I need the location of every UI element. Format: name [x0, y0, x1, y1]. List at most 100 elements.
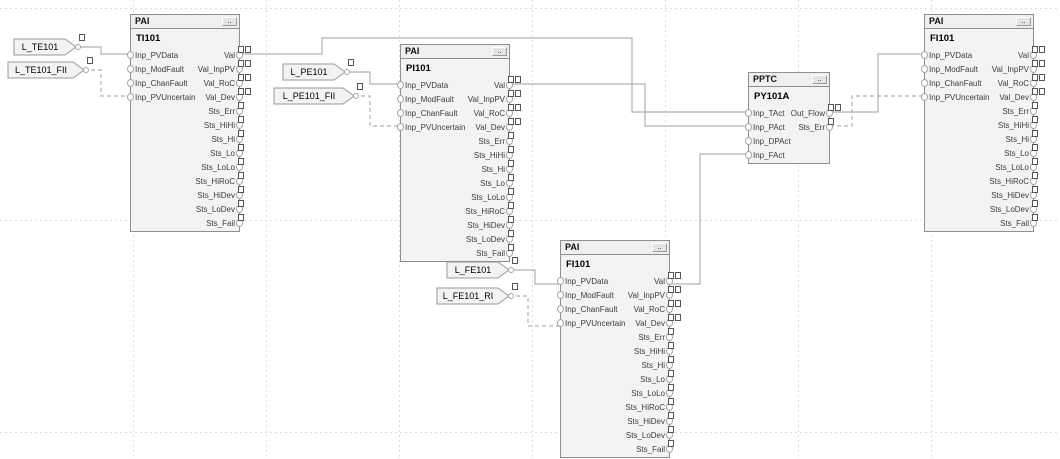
- input-reference-l-pe101[interactable]: L_PE101: [290, 67, 328, 77]
- input-pin-inp_pvuncertain[interactable]: Inp_PVUncertain: [929, 92, 990, 102]
- input-pin-connector[interactable]: [921, 65, 928, 73]
- output-pin-sts_hiroc[interactable]: Sts_HiRoC: [465, 206, 505, 216]
- output-pin-sts_err[interactable]: Sts_Err: [638, 332, 665, 342]
- output-pin-sts_hidev[interactable]: Sts_HiDev: [627, 416, 665, 426]
- input-pin-connector[interactable]: [745, 109, 752, 117]
- output-pin-sts_lodev[interactable]: Sts_LoDev: [195, 204, 235, 214]
- input-pin-inp_pvdata[interactable]: Inp_PVData: [929, 50, 973, 60]
- block-tag-name[interactable]: PY101A: [754, 91, 790, 102]
- output-pin-sts_hiroc[interactable]: Sts_HiRoC: [989, 176, 1029, 186]
- output-pin-sts_hidev[interactable]: Sts_HiDev: [991, 190, 1029, 200]
- output-pin-val_inppv[interactable]: Val_InpPV: [197, 64, 235, 74]
- output-pin-val_inppv[interactable]: Val_InpPV: [467, 94, 505, 104]
- output-pin-sts_lolo[interactable]: Sts_LoLo: [201, 162, 235, 172]
- block-tag-name[interactable]: FI101: [566, 259, 591, 270]
- output-pin-sts_lodev[interactable]: Sts_LoDev: [465, 234, 505, 244]
- output-pin-val[interactable]: Val: [1018, 50, 1029, 60]
- output-pin-sts_hihi[interactable]: Sts_HiHi: [203, 120, 235, 130]
- input-pin-connector[interactable]: [397, 109, 404, 117]
- output-pin-sts_lodev[interactable]: Sts_LoDev: [625, 430, 665, 440]
- input-pin-connector[interactable]: [557, 277, 564, 285]
- output-pin-val_dev[interactable]: Val_Dev: [475, 122, 505, 132]
- input-reference-l-fe101[interactable]: L_FE101: [454, 265, 492, 275]
- output-pin-val[interactable]: Val: [494, 80, 505, 90]
- tag-output-pin[interactable]: [83, 67, 89, 73]
- output-pin-sts_lo[interactable]: Sts_Lo: [640, 374, 665, 384]
- input-pin-connector[interactable]: [557, 305, 564, 313]
- tag-output-pin[interactable]: [508, 267, 514, 273]
- block-properties-button[interactable]: ..: [652, 243, 667, 252]
- input-pin-inp_chanfault[interactable]: Inp_ChanFault: [405, 108, 458, 118]
- input-pin-connector[interactable]: [397, 95, 404, 103]
- tag-output-pin[interactable]: [508, 293, 514, 299]
- block-tag-name[interactable]: TI101: [136, 33, 161, 44]
- block-properties-button[interactable]: ..: [492, 47, 507, 56]
- input-pin-inp_pvdata[interactable]: Inp_PVData: [405, 80, 449, 90]
- output-pin-out_flow[interactable]: Out_Flow: [790, 108, 825, 118]
- input-pin-inp_pvdata[interactable]: Inp_PVData: [565, 276, 609, 286]
- input-pin-connector[interactable]: [397, 123, 404, 131]
- input-pin-connector[interactable]: [127, 79, 134, 87]
- block-properties-button[interactable]: ..: [222, 17, 237, 26]
- output-pin-sts_hidev[interactable]: Sts_HiDev: [197, 190, 235, 200]
- output-pin-sts_lo[interactable]: Sts_Lo: [480, 178, 505, 188]
- input-reference-l-fe101-ri[interactable]: L_FE101_RI: [442, 291, 494, 301]
- input-reference-l-te101[interactable]: L_TE101: [21, 42, 59, 52]
- output-pin-sts_lodev[interactable]: Sts_LoDev: [989, 204, 1029, 214]
- input-pin-inp_pact[interactable]: Inp_PAct: [753, 122, 785, 132]
- input-pin-connector[interactable]: [397, 81, 404, 89]
- output-pin-val_roc[interactable]: Val_RoC: [633, 304, 665, 314]
- output-pin-sts_err[interactable]: Sts_Err: [478, 136, 505, 146]
- output-pin-sts_lo[interactable]: Sts_Lo: [1004, 148, 1029, 158]
- input-pin-inp_chanfault[interactable]: Inp_ChanFault: [135, 78, 188, 88]
- output-pin-sts_lolo[interactable]: Sts_LoLo: [995, 162, 1029, 172]
- output-pin-sts_fail[interactable]: Sts_Fail: [206, 218, 235, 228]
- block-tag-name[interactable]: FI101: [930, 33, 955, 44]
- output-pin-sts_hi[interactable]: Sts_Hi: [211, 134, 235, 144]
- input-pin-connector[interactable]: [557, 291, 564, 299]
- input-pin-inp_modfault[interactable]: Inp_ModFault: [405, 94, 454, 104]
- output-pin-sts_hihi[interactable]: Sts_HiHi: [997, 120, 1029, 130]
- output-pin-sts_fail[interactable]: Sts_Fail: [1000, 218, 1029, 228]
- input-pin-connector[interactable]: [745, 123, 752, 131]
- output-pin-sts_err[interactable]: Sts_Err: [798, 122, 825, 132]
- output-pin-val_dev[interactable]: Val_Dev: [205, 92, 235, 102]
- input-pin-inp_modfault[interactable]: Inp_ModFault: [565, 290, 614, 300]
- input-pin-inp_pvdata[interactable]: Inp_PVData: [135, 50, 179, 60]
- output-pin-val_inppv[interactable]: Val_InpPV: [627, 290, 665, 300]
- input-pin-inp_modfault[interactable]: Inp_ModFault: [929, 64, 978, 74]
- output-pin-sts_fail[interactable]: Sts_Fail: [476, 248, 505, 258]
- output-pin-sts_hidev[interactable]: Sts_HiDev: [467, 220, 505, 230]
- output-pin-sts_hihi[interactable]: Sts_HiHi: [633, 346, 665, 356]
- input-pin-connector[interactable]: [127, 93, 134, 101]
- input-pin-connector[interactable]: [921, 79, 928, 87]
- input-pin-inp_fact[interactable]: Inp_FAct: [753, 150, 785, 160]
- output-pin-sts_lolo[interactable]: Sts_LoLo: [471, 192, 505, 202]
- output-pin-val[interactable]: Val: [224, 50, 235, 60]
- input-pin-connector[interactable]: [921, 51, 928, 59]
- input-pin-inp_tact[interactable]: Inp_TAct: [753, 108, 785, 118]
- output-pin-val[interactable]: Val: [654, 276, 665, 286]
- output-pin-val_roc[interactable]: Val_RoC: [473, 108, 505, 118]
- output-pin-sts_err[interactable]: Sts_Err: [1002, 106, 1029, 116]
- input-reference-l-te101-fii[interactable]: L_TE101_FII: [14, 65, 68, 75]
- input-pin-connector[interactable]: [745, 137, 752, 145]
- input-reference-l-pe101-fii[interactable]: L_PE101_FII: [282, 91, 336, 101]
- input-pin-inp_pvuncertain[interactable]: Inp_PVUncertain: [135, 92, 196, 102]
- block-tag-name[interactable]: PI101: [406, 63, 431, 74]
- tag-output-pin[interactable]: [344, 69, 350, 75]
- input-pin-inp_modfault[interactable]: Inp_ModFault: [135, 64, 184, 74]
- input-pin-connector[interactable]: [127, 51, 134, 59]
- input-pin-inp_pvuncertain[interactable]: Inp_PVUncertain: [565, 318, 626, 328]
- output-pin-sts_err[interactable]: Sts_Err: [208, 106, 235, 116]
- output-pin-sts_lo[interactable]: Sts_Lo: [210, 148, 235, 158]
- output-pin-sts_hiroc[interactable]: Sts_HiRoC: [195, 176, 235, 186]
- input-pin-inp_dpact[interactable]: Inp_DPAct: [753, 136, 791, 146]
- output-pin-val_inppv[interactable]: Val_InpPV: [991, 64, 1029, 74]
- input-pin-inp_pvuncertain[interactable]: Inp_PVUncertain: [405, 122, 466, 132]
- input-pin-connector[interactable]: [557, 319, 564, 327]
